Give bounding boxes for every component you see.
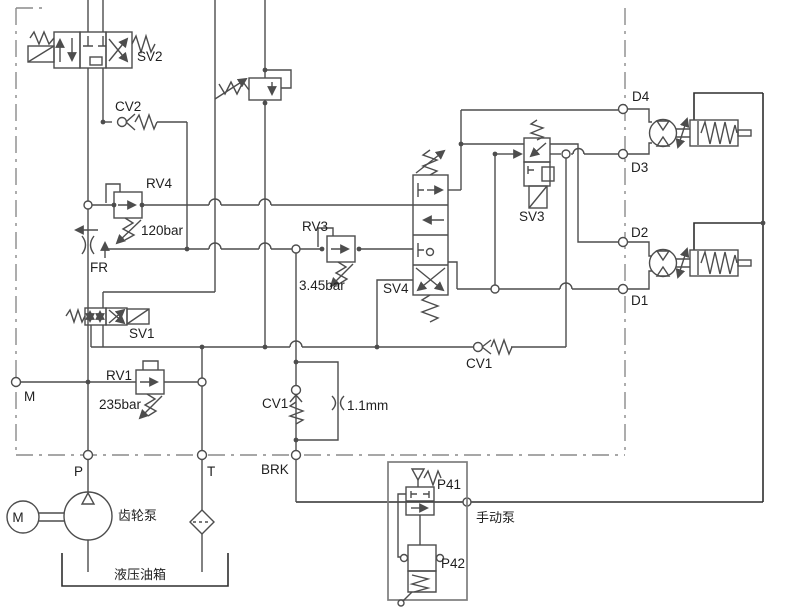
label-sv4: SV4 <box>383 281 409 296</box>
spring <box>423 469 442 488</box>
rod <box>737 129 752 137</box>
port-D4 <box>617 103 629 115</box>
check-valve-cv1-right <box>472 337 513 357</box>
gear-pump <box>63 491 113 541</box>
spring <box>334 261 349 285</box>
label-port-m: M <box>24 389 35 404</box>
port-D3 <box>617 148 629 160</box>
port-BRK <box>290 449 302 461</box>
orifice <box>331 395 345 411</box>
label-tank: 液压油箱 <box>114 567 166 582</box>
label-rv3-pressure: 3.45bar <box>299 278 345 293</box>
spring <box>143 393 158 417</box>
hydraulic-motor-upper <box>648 117 690 149</box>
valve-sv3 <box>523 119 555 209</box>
spring <box>121 217 136 241</box>
label-rv1-pressure: 235bar <box>99 397 142 412</box>
boundary-box <box>15 7 626 456</box>
port-D1 <box>617 283 629 295</box>
flow-regulator-fr <box>74 225 110 258</box>
label-sv3: SV3 <box>519 209 545 224</box>
check-valve-cv1-left <box>287 384 305 425</box>
label-rv3: RV3 <box>302 219 328 234</box>
label-d1: D1 <box>631 293 648 308</box>
rod <box>737 259 752 267</box>
valve-sv4 <box>412 149 449 323</box>
port-markers <box>10 103 629 507</box>
pressure-reducing-valve <box>214 69 292 101</box>
label-motor: M <box>12 510 23 525</box>
label-rv4-pressure: 120bar <box>141 223 184 238</box>
spring-bottom <box>420 294 440 323</box>
spring <box>700 249 738 275</box>
shaft <box>39 512 64 522</box>
relief-valve-rv1 <box>135 360 165 420</box>
spring-right <box>131 33 156 55</box>
label-port-brk: BRK <box>261 462 289 477</box>
connection-lines <box>21 0 764 572</box>
spring-left <box>65 307 86 325</box>
relief-valve-rv3 <box>317 227 356 288</box>
spring <box>409 574 431 593</box>
brake-cylinder-lower <box>689 249 752 277</box>
solenoid-right <box>126 308 150 325</box>
filter <box>189 509 215 535</box>
spring-top <box>529 119 545 141</box>
solenoid <box>528 185 548 209</box>
label-d4: D4 <box>632 89 650 104</box>
port-P <box>82 449 94 461</box>
spring <box>218 80 250 96</box>
brake-cylinder-upper <box>689 119 752 147</box>
solenoid-left <box>27 45 55 63</box>
oil-tank <box>61 553 229 587</box>
hydraulic-motor-lower <box>648 247 690 279</box>
label-cv2: CV2 <box>115 99 141 114</box>
label-p41: P41 <box>437 477 461 492</box>
label-cv1-right: CV1 <box>466 356 492 371</box>
label-manual-pump: 手动泵 <box>476 510 515 525</box>
label-rv4: RV4 <box>146 176 173 191</box>
label-port-t: T <box>207 464 215 479</box>
valve-p42 <box>397 544 445 607</box>
check-valve-cv2 <box>116 112 158 132</box>
valve-p41 <box>397 468 442 558</box>
relief-valve-rv4 <box>105 183 143 245</box>
label-p42: P42 <box>441 556 465 571</box>
label-rv1: RV1 <box>106 368 132 383</box>
electric-motor <box>6 500 64 534</box>
label-gear-pump: 齿轮泵 <box>118 508 157 523</box>
port-M <box>10 376 22 388</box>
label-sv2: SV2 <box>137 49 163 64</box>
valve-sv2 <box>27 30 156 69</box>
manual-pump-box <box>387 461 468 607</box>
label-d3: D3 <box>631 160 648 175</box>
label-d2: D2 <box>631 225 648 240</box>
label-orifice: 1.1mm <box>347 398 388 413</box>
label-cv1-left: CV1 <box>262 396 288 411</box>
spring-left <box>29 30 55 46</box>
label-sv1: SV1 <box>129 326 155 341</box>
spring <box>700 119 738 145</box>
junctions <box>83 67 766 443</box>
valve-sv1 <box>65 307 150 326</box>
spring-top <box>421 149 439 176</box>
label-port-p: P <box>74 464 83 479</box>
diagram-labels: SV2 CV2 RV4 120bar FR SV1 RV1 235bar M M… <box>12 49 649 582</box>
port-D2 <box>617 236 629 248</box>
port-T <box>196 449 208 461</box>
label-fr: FR <box>90 260 108 275</box>
